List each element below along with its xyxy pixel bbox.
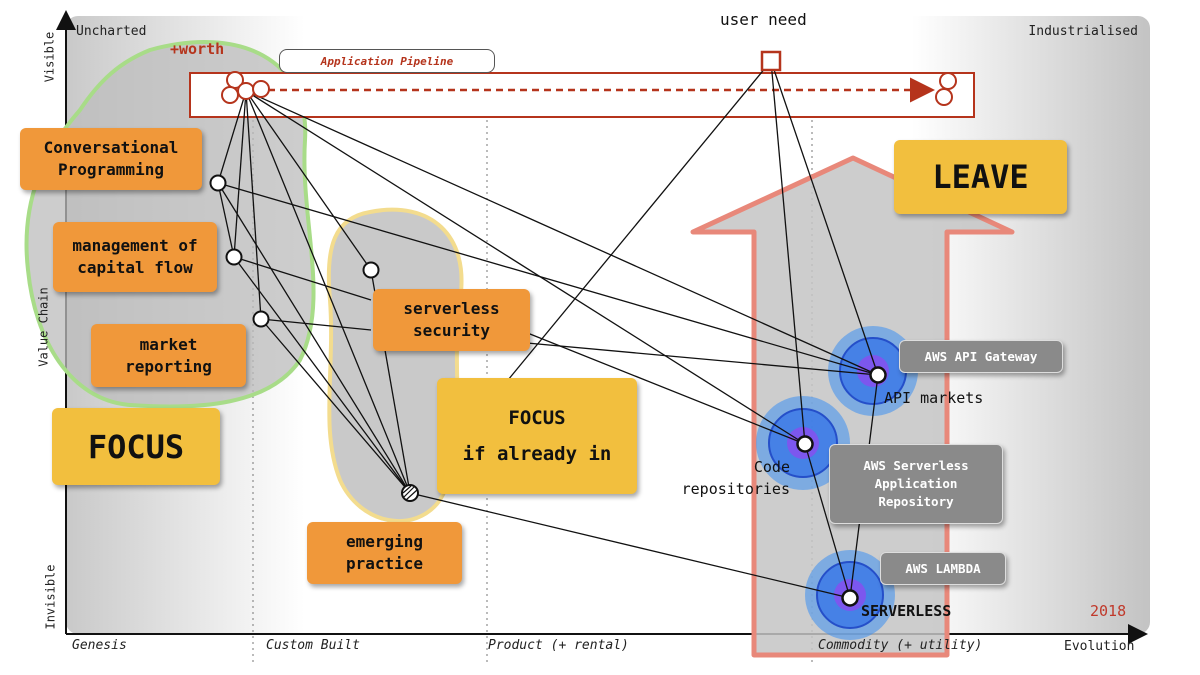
note-focus-if-already-in: FOCUS if already in xyxy=(437,378,637,494)
y-axis-value-chain: Value Chain xyxy=(36,287,51,367)
serverless-label: SERVERLESS xyxy=(861,602,952,620)
year-label: 2018 xyxy=(1090,602,1127,620)
worth-label: +worth xyxy=(170,40,225,58)
api-markets-label: API markets xyxy=(884,389,984,407)
x-axis-evolution: Evolution xyxy=(1064,639,1135,654)
focus-area-yellow xyxy=(326,207,464,523)
node-capital xyxy=(225,248,243,266)
node-serverless xyxy=(841,589,859,607)
pipeline-label-text: Application Pipeline xyxy=(320,54,454,68)
uncharted-label: Uncharted xyxy=(76,24,147,39)
user-need-anchor xyxy=(760,50,782,72)
node-security xyxy=(362,261,380,279)
node-api-markets xyxy=(869,366,887,384)
aws-api-gateway-label: AWS API Gateway xyxy=(899,340,1063,373)
note-focus: FOCUS xyxy=(52,408,220,485)
node-market xyxy=(252,310,270,328)
code-repositories-label: Code repositories xyxy=(681,458,790,498)
stage-product: Product (+ rental) xyxy=(488,638,629,653)
node-code-repos xyxy=(796,435,814,453)
stage-genesis: Genesis xyxy=(72,638,127,653)
pipeline-frame xyxy=(189,72,975,118)
note-focus-if-already-in-text: FOCUS if already in xyxy=(462,407,612,465)
pipeline-label: Application Pipeline xyxy=(279,49,495,73)
aws-lambda-label: AWS LAMBDA xyxy=(880,552,1006,585)
stage-custom-built: Custom Built xyxy=(266,638,360,653)
pipeline-end-nodes xyxy=(935,72,957,106)
y-axis-invisible: Invisible xyxy=(43,564,58,630)
note-leave: LEAVE xyxy=(894,140,1067,214)
label-emerging-practice: emerging practice xyxy=(307,522,462,584)
user-need-label: user need xyxy=(720,10,807,29)
label-capital-flow: management of capital flow xyxy=(53,222,217,292)
stage-commodity: Commodity (+ utility) xyxy=(818,638,983,653)
pipeline-start-nodes xyxy=(221,71,270,104)
label-conversational-programming: Conversational Programming xyxy=(20,128,202,190)
dependency-lines xyxy=(217,60,879,599)
node-conversational xyxy=(209,174,227,192)
label-market-reporting: market reporting xyxy=(91,324,246,387)
aws-serverless-repo-label: AWS Serverless Application Repository xyxy=(829,444,1003,524)
node-emerging-practice xyxy=(401,484,419,502)
y-axis-visible: Visible xyxy=(42,31,57,83)
label-serverless-security: serverless security xyxy=(373,289,530,351)
industrialised-label: Industrialised xyxy=(1028,24,1138,39)
